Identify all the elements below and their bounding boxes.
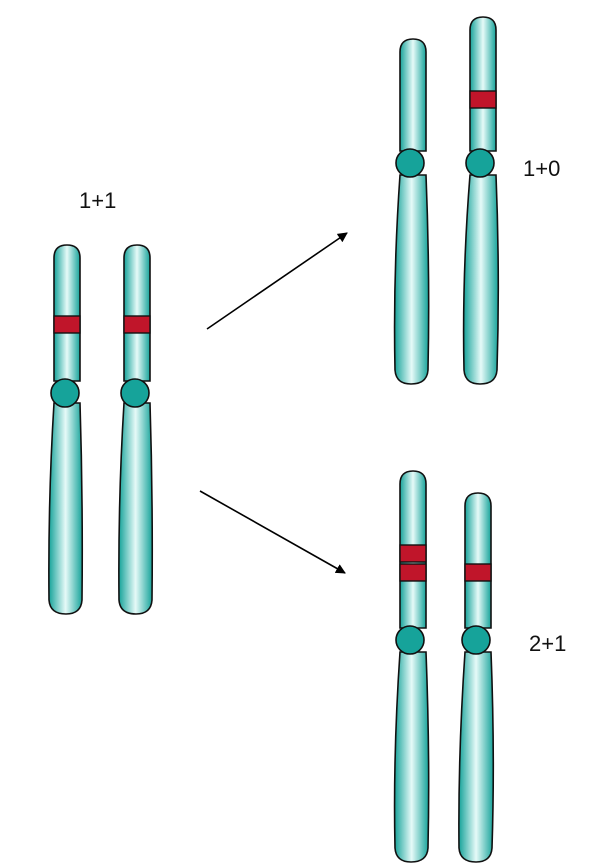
chromatid-short-arm bbox=[469, 16, 497, 152]
chromosome-origin-right bbox=[118, 244, 154, 615]
chromosome-origin-left bbox=[48, 244, 84, 615]
band-marker bbox=[399, 563, 427, 582]
chromosome-top-right bbox=[462, 16, 500, 385]
band-marker bbox=[53, 315, 81, 334]
bottom-result-count-label: 2+1 bbox=[529, 631, 567, 656]
chromatid-short-arm bbox=[53, 244, 81, 382]
chromosome-bottom-right bbox=[458, 492, 495, 863]
chromatid-long-arm bbox=[118, 402, 154, 615]
band-marker bbox=[399, 544, 427, 563]
centromere bbox=[50, 378, 80, 408]
band-marker bbox=[469, 90, 497, 109]
chromosome-bottom-left bbox=[393, 470, 430, 863]
top-result-count-label: 1+0 bbox=[523, 156, 561, 181]
centromere bbox=[395, 148, 425, 178]
chromatid-long-arm bbox=[462, 174, 500, 385]
chromatid-short-arm bbox=[399, 38, 427, 152]
band-marker bbox=[123, 315, 151, 334]
chromosome-top-left bbox=[393, 38, 430, 385]
centromere bbox=[465, 148, 495, 178]
chromatid-long-arm bbox=[393, 651, 430, 863]
chromatid-long-arm bbox=[393, 174, 430, 385]
top-result-group bbox=[393, 16, 500, 385]
chromatid-short-arm bbox=[464, 492, 492, 629]
origin-count-label: 1+1 bbox=[79, 188, 117, 213]
chromatid-long-arm bbox=[458, 651, 495, 863]
band-marker bbox=[464, 563, 492, 582]
arrow-up bbox=[206, 232, 348, 330]
chromatid-long-arm bbox=[48, 402, 84, 615]
origin-group bbox=[48, 244, 154, 615]
bottom-result-group bbox=[393, 470, 495, 863]
centromere bbox=[120, 378, 150, 408]
centromere bbox=[461, 625, 491, 655]
arrow-down bbox=[199, 490, 346, 574]
centromere bbox=[395, 625, 425, 655]
chromatid-short-arm bbox=[123, 244, 151, 382]
